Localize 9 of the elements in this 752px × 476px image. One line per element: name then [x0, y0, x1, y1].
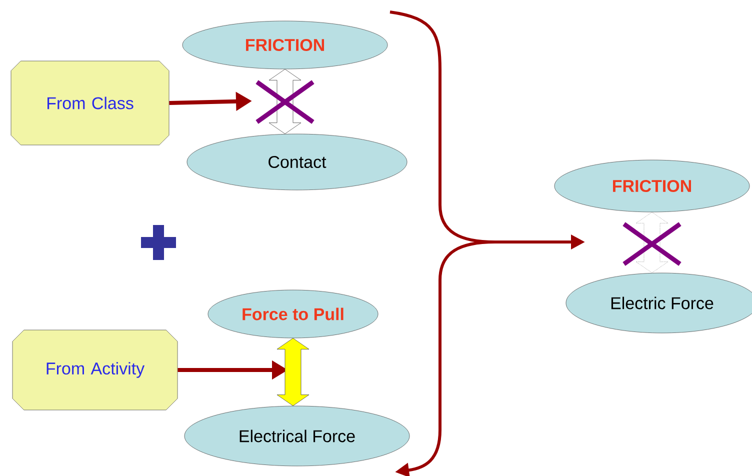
- double-arrow: [268, 69, 302, 134]
- double-arrow: [276, 338, 310, 406]
- dotted-double-arrow: [636, 212, 668, 273]
- ellipse-node: FRICTION: [182, 20, 388, 70]
- ellipse-node: Force to Pull: [208, 290, 378, 338]
- ellipse-node: FRICTION: [554, 160, 750, 212]
- ellipse-node: Electrical Force: [184, 406, 410, 466]
- ellipse-node: Contact: [186, 134, 408, 190]
- ellipse-node: Electric Force: [566, 272, 752, 334]
